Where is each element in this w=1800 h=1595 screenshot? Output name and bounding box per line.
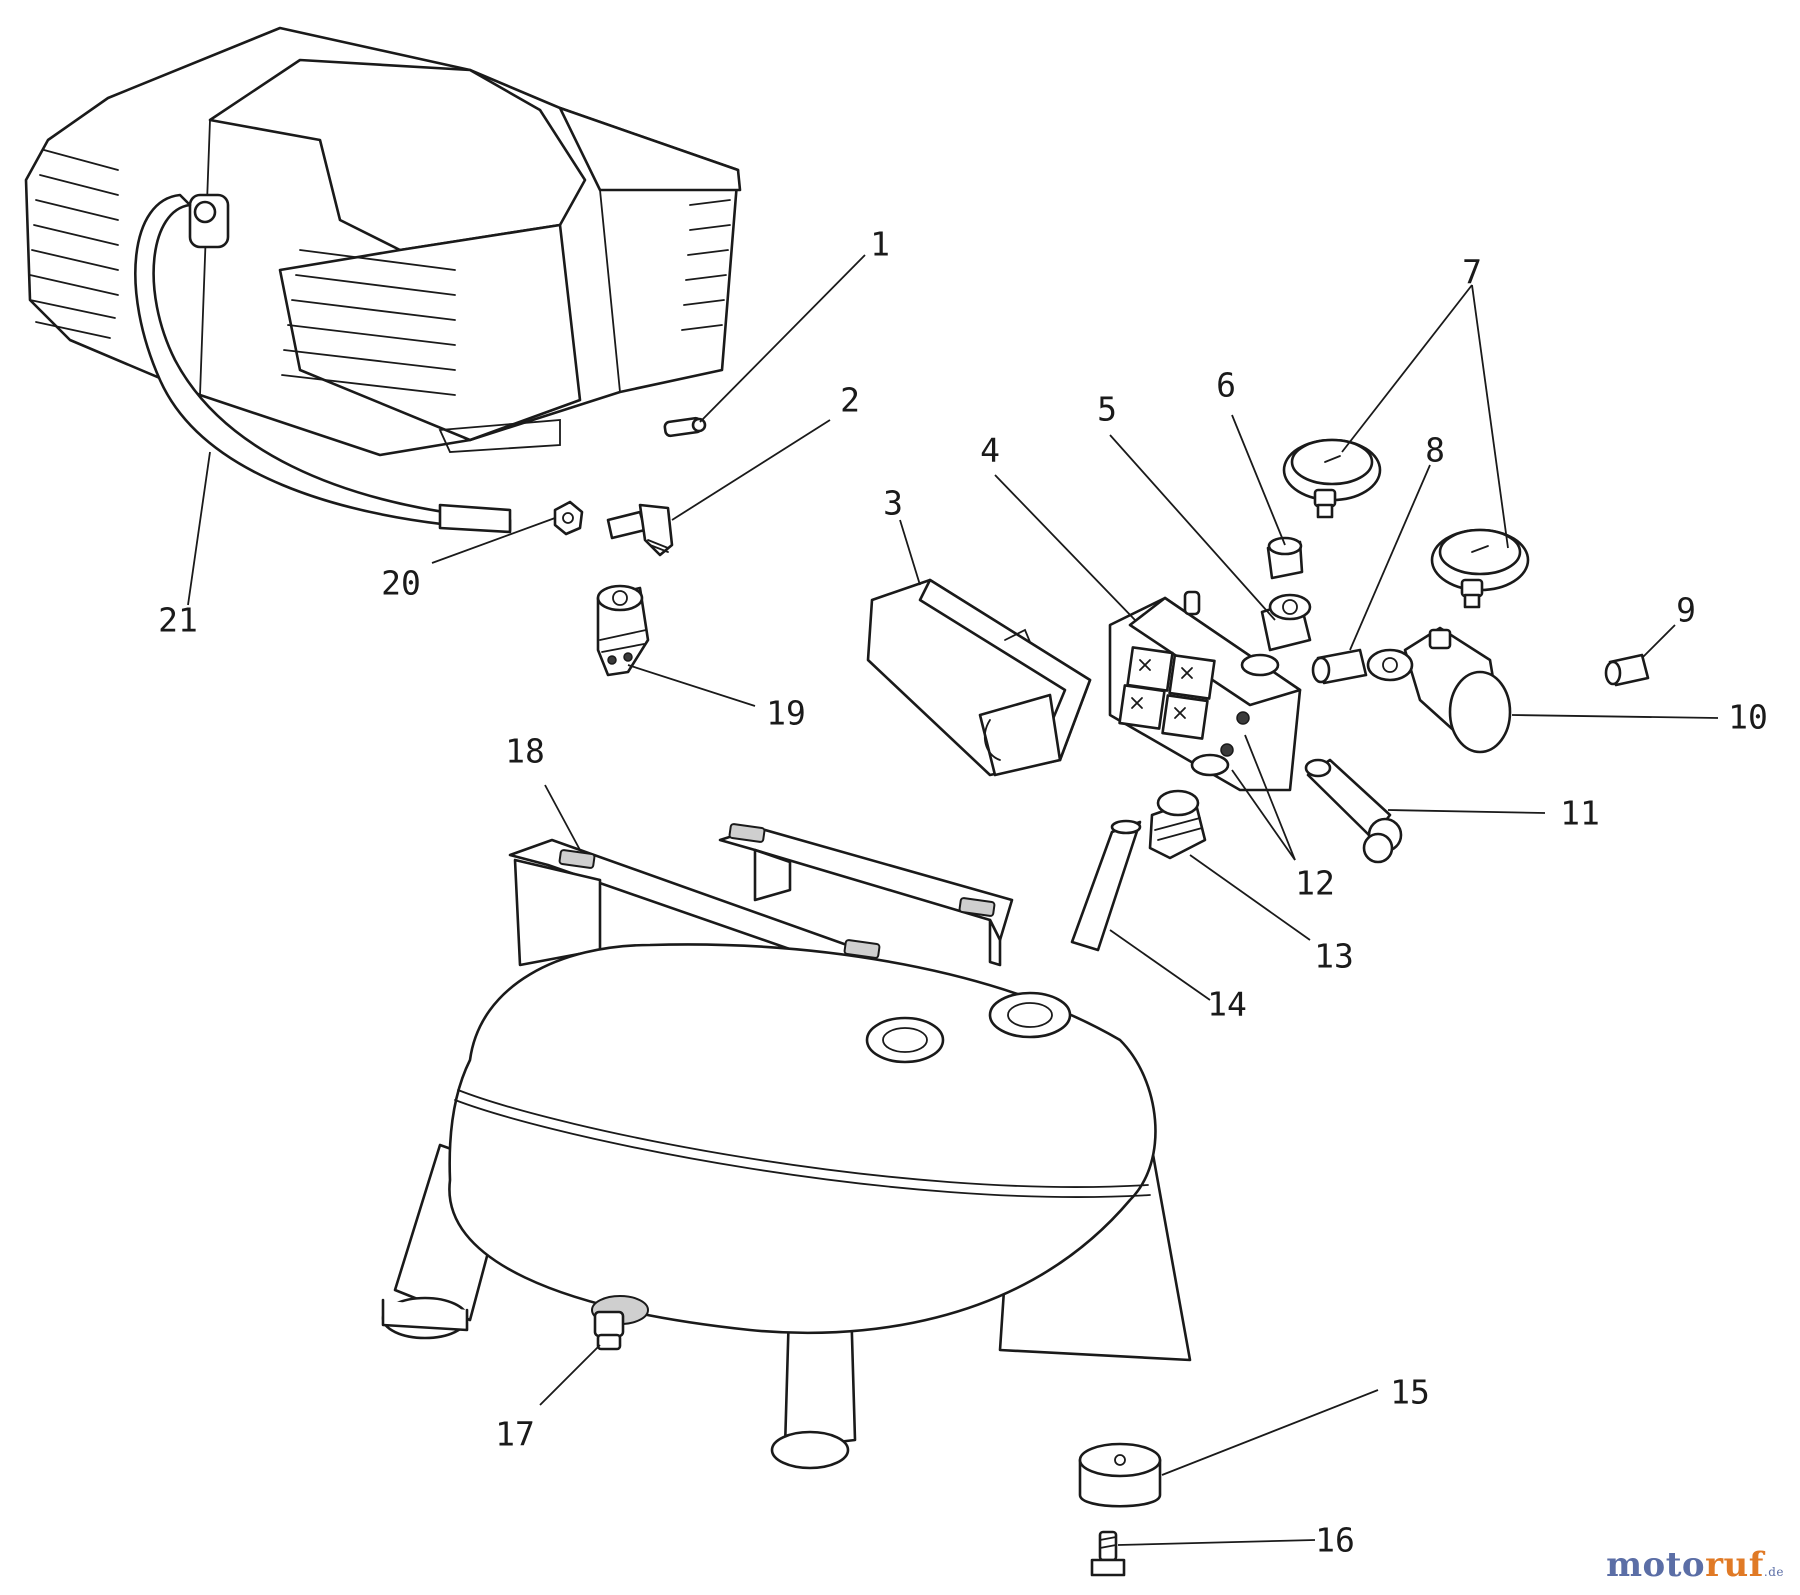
callout-9: 9: [1676, 590, 1696, 630]
callout-18: 18: [505, 731, 545, 771]
bushing-13: [1148, 789, 1207, 860]
callout-10: 10: [1728, 697, 1768, 737]
callout-7: 7: [1462, 252, 1482, 292]
drain-valve-17: [593, 1310, 625, 1351]
callout-5: 5: [1097, 389, 1117, 429]
gauge-7b: [1430, 528, 1530, 609]
air-tank: [381, 823, 1192, 1470]
gauge-7a: [1282, 438, 1382, 519]
check-valve-19: [596, 584, 650, 677]
bushing-5: [1260, 593, 1312, 652]
switch-cover-3: [866, 578, 1092, 777]
screw-1: [663, 416, 707, 438]
callout-20: 20: [381, 563, 421, 603]
watermark-part1: moto: [1606, 1545, 1706, 1585]
callout-14: 14: [1207, 984, 1247, 1024]
callout-16: 16: [1315, 1520, 1355, 1560]
watermark-part2: ruf: [1705, 1545, 1764, 1585]
callout-6: 6: [1216, 365, 1236, 405]
nipple-9: [1604, 653, 1650, 687]
site-watermark-logo: motoruf.de: [1606, 1545, 1784, 1585]
callout-13: 13: [1314, 936, 1354, 976]
callout-11: 11: [1560, 793, 1600, 833]
callout-19: 19: [766, 693, 806, 733]
fitting-6: [1266, 536, 1304, 580]
motor-shroud: [24, 26, 742, 457]
elbow-fitting-2: [606, 503, 674, 557]
watermark-suffix: .de: [1763, 1565, 1784, 1579]
tube-14: [1070, 819, 1142, 952]
callout-2: 2: [840, 380, 860, 420]
callout-15: 15: [1390, 1372, 1430, 1412]
nut-20: [553, 500, 584, 536]
callout-8: 8: [1425, 430, 1445, 470]
regulator-10: [1366, 626, 1512, 754]
pressure-switch-4: [1108, 590, 1302, 792]
leader-lines: [187, 254, 1719, 1546]
callout-1: 1: [870, 224, 890, 264]
callout-17: 17: [495, 1414, 535, 1454]
callout-21: 21: [158, 600, 198, 640]
foot-screw-16: [1090, 1530, 1126, 1577]
callout-12: 12: [1295, 863, 1335, 903]
quick-coupler-11: [1304, 758, 1403, 864]
callout-3: 3: [883, 483, 903, 523]
callout-4: 4: [980, 430, 1000, 470]
rubber-foot-15: [1078, 1442, 1162, 1508]
nipple-8: [1311, 648, 1368, 685]
